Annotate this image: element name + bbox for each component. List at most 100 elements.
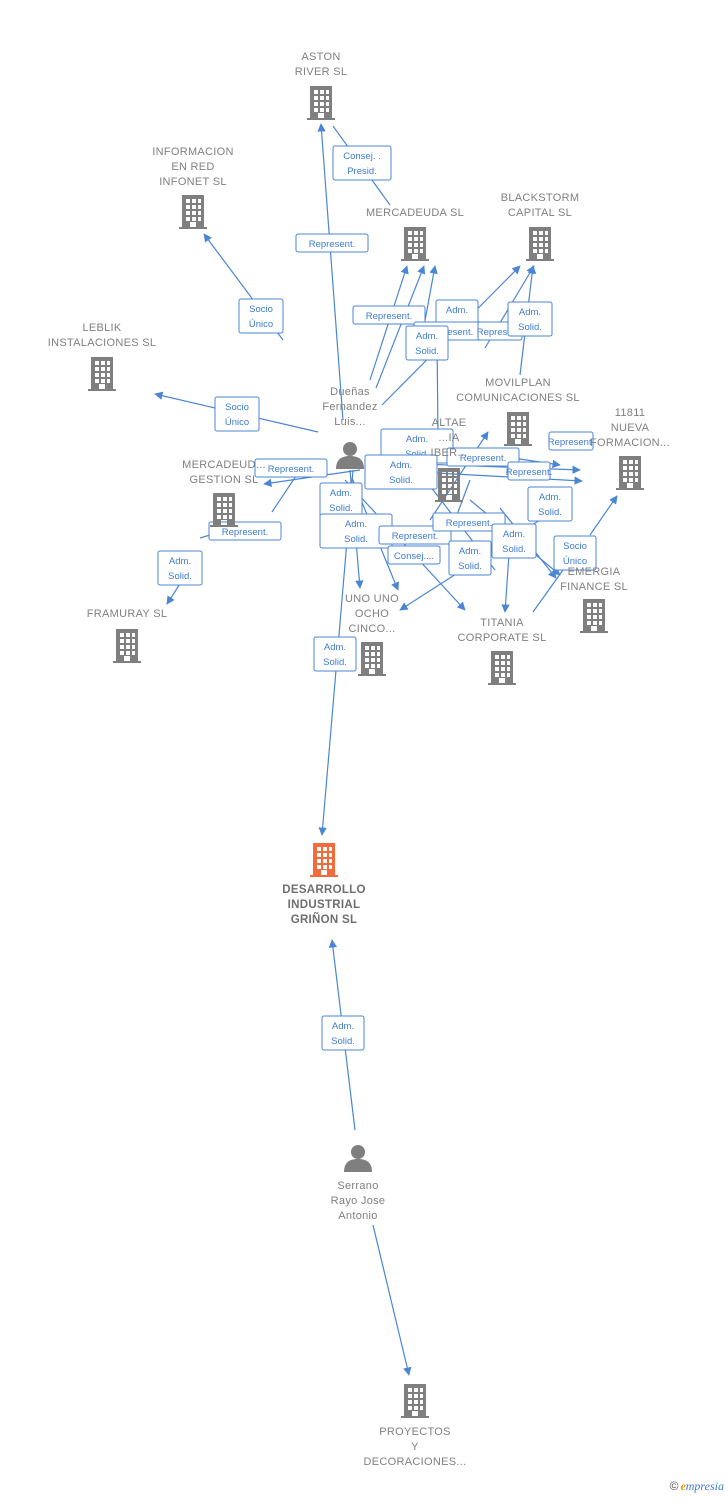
node-label: INDUSTRIAL (288, 899, 361, 911)
edge-label: Represent. (254, 458, 328, 478)
node-altae[interactable]: ALTAE...IAIBER... (431, 417, 468, 502)
svg-text:Adm.: Adm. (390, 460, 412, 471)
svg-text:Solid.: Solid. (538, 507, 562, 518)
edge-label: Adm. Solid. (313, 636, 357, 672)
edge-label: Represent. (432, 512, 506, 532)
node-nueva11811[interactable]: 11811NUEVAFORMACION... (590, 407, 670, 490)
node-unouno[interactable]: UNO UNO OCHO CINCO... (345, 593, 399, 676)
node-mgestion[interactable]: MERCADEUD...GESTION SL (182, 459, 266, 527)
node-mercadeuda[interactable]: MERCADEUDA SL (366, 207, 464, 261)
node-label: MERCADEUD... (182, 459, 266, 471)
node-label: RIVER SL (295, 66, 348, 78)
building-icon (504, 412, 532, 446)
svg-text:Adm.: Adm. (324, 642, 346, 653)
node-framuray[interactable]: FRAMURAY SL (87, 608, 168, 663)
node-label: LEBLIK (82, 322, 121, 334)
building-icon (616, 456, 644, 490)
svg-text:Adm.: Adm. (519, 307, 541, 318)
node-label: Rayo Jose (331, 1195, 386, 1207)
building-icon (179, 195, 207, 229)
edge-label: Represent. (352, 305, 426, 325)
node-label: MERCADEUDA SL (366, 207, 464, 219)
edge-line (375, 265, 426, 389)
building-icon (307, 86, 335, 120)
node-label: ASTON (301, 51, 340, 63)
node-label: Serrano (337, 1180, 378, 1192)
svg-text:Presid.: Presid. (347, 166, 377, 177)
node-label: Dueñas (330, 386, 370, 398)
node-label: CAPITAL SL (508, 207, 572, 219)
svg-text:Consej. .: Consej. . (343, 151, 381, 162)
svg-text:Solid.: Solid. (329, 503, 353, 514)
empresia-brand[interactable]: ©empresia (670, 1479, 724, 1494)
edge-label: Adm. Solid. (319, 482, 363, 518)
building-icon (401, 1384, 429, 1418)
svg-text:Adm.: Adm. (539, 492, 561, 503)
svg-text:Socio: Socio (249, 304, 273, 315)
node-label: COMUNICACIONES SL (456, 392, 580, 404)
svg-text:Solid.: Solid. (344, 534, 368, 545)
svg-text:Único: Único (563, 556, 587, 567)
node-label: MOVILPLAN (485, 377, 551, 389)
edge-label: Consej. . Presid. (332, 145, 392, 181)
building-icon (435, 468, 463, 502)
svg-text:Socio: Socio (563, 541, 587, 552)
edge-line (317, 123, 344, 421)
node-aston[interactable]: ASTON RIVER SL (295, 51, 348, 120)
svg-text:Solid.: Solid. (323, 657, 347, 668)
svg-text:Solid.: Solid. (502, 544, 526, 555)
node-movilplan[interactable]: MOVILPLAN COMUNICACIONES SL (456, 377, 580, 446)
svg-text:Represent.: Represent. (460, 453, 506, 464)
svg-text:Adm.: Adm. (345, 519, 367, 530)
node-label: BLACKSTORM (501, 192, 580, 204)
node-desarrollo[interactable]: DESARROLLO INDUSTRIAL GRIÑON SL (282, 843, 366, 926)
svg-text:Represent.: Represent. (366, 311, 412, 322)
svg-text:Adm.: Adm. (459, 546, 481, 557)
node-proyectos[interactable]: PROYECTOSYDECORACIONES... (364, 1384, 467, 1468)
svg-text:Consej....: Consej.... (394, 551, 434, 562)
edge-label: Adm.Solid. (405, 325, 449, 361)
edge-label: Adm. Solid. (364, 454, 438, 490)
node-label: GRIÑON SL (291, 913, 358, 926)
node-label: FORMACION... (590, 437, 670, 449)
node-emergia[interactable]: EMERGIA FINANCE SL (560, 566, 628, 633)
svg-text:Represent.: Represent. (268, 464, 314, 475)
node-duenas[interactable]: DueñasFernandezLuis... (322, 386, 377, 469)
building-icon (526, 227, 554, 261)
node-label: 11811 (615, 407, 645, 419)
svg-text:Solid.: Solid. (458, 561, 482, 572)
node-blackstorm[interactable]: BLACKSTORM CAPITAL SL (501, 192, 580, 261)
building-icon (358, 642, 386, 676)
svg-text:Adm.: Adm. (330, 488, 352, 499)
node-label: FINANCE SL (560, 581, 628, 593)
brand-name: mpresia (685, 1479, 724, 1493)
svg-text:Solid.: Solid. (389, 475, 413, 486)
edge-label: Adm. Solid. (319, 513, 393, 549)
svg-text:Adm.: Adm. (416, 331, 438, 342)
edge-label: Adm.Solid. (157, 550, 203, 586)
focus-building-icon (310, 843, 338, 877)
svg-text:Represent.: Represent. (392, 531, 438, 542)
edge-labels: Consej. .Presid.Represent.SocioÚnicoSoci… (157, 145, 597, 1051)
node-label: OCHO (355, 608, 389, 620)
node-label: Fernandez (322, 401, 377, 413)
svg-text:Adm.: Adm. (503, 529, 525, 540)
node-label: TITANIA (480, 617, 524, 629)
node-label: EMERGIA (568, 566, 621, 578)
node-label: DESARROLLO (282, 884, 366, 896)
node-label: UNO UNO (345, 593, 399, 605)
svg-text:Represent.: Represent. (477, 327, 523, 338)
node-label: PROYECTOS (379, 1426, 451, 1438)
node-label: ...IA (438, 432, 459, 444)
node-label: CINCO... (348, 623, 395, 635)
edge-label: Adm.Solid. (507, 301, 553, 337)
svg-text:Único: Único (225, 417, 249, 428)
